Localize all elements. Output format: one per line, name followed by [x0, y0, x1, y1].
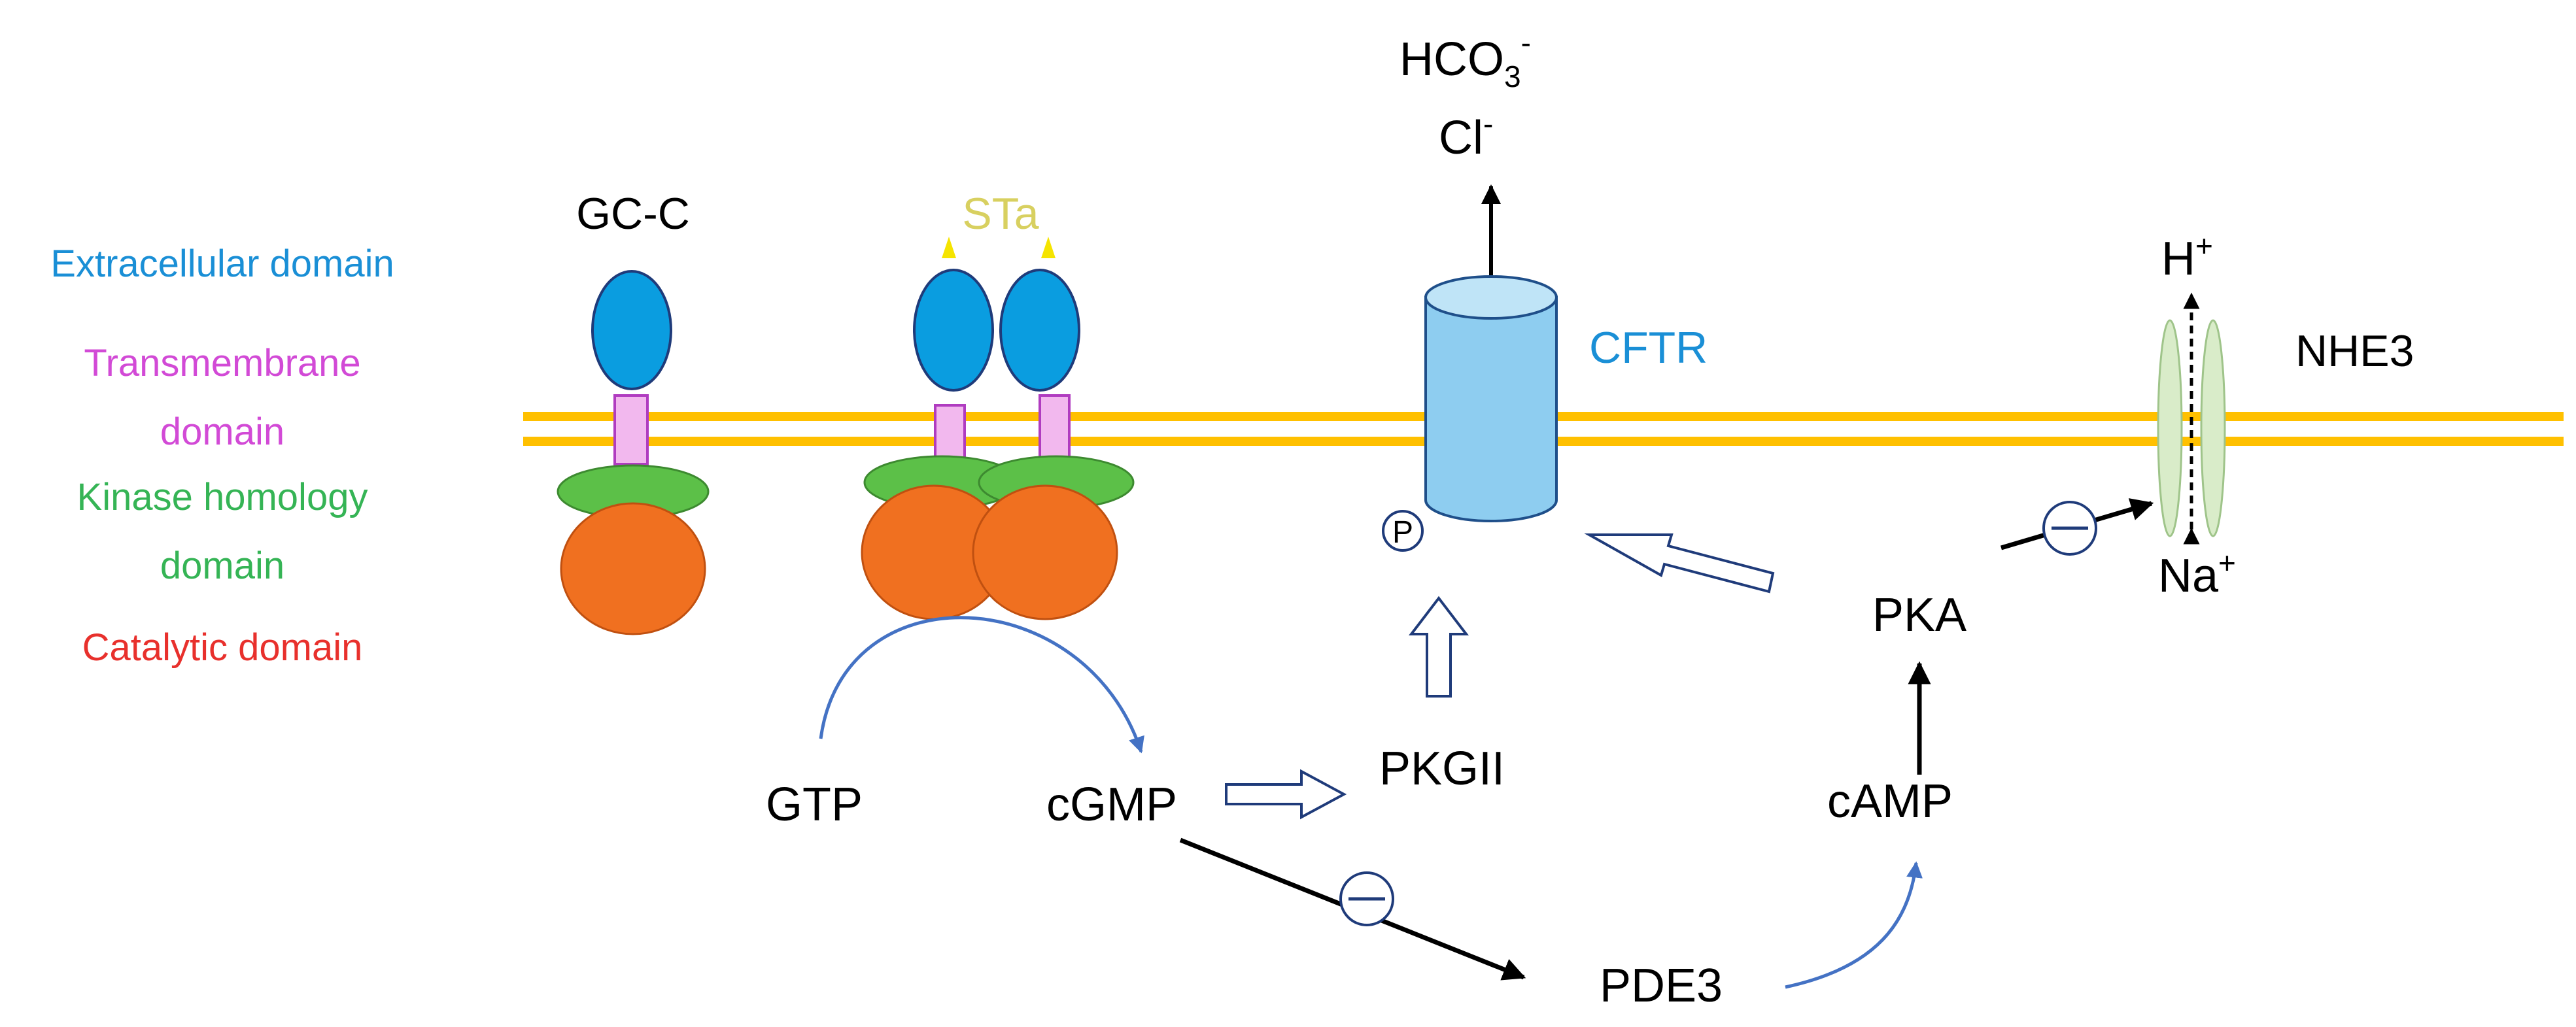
legend-kinase-line1: Kinase homology — [77, 476, 368, 518]
legend-extracellular: Extracellular domain — [50, 243, 394, 285]
dimer-extracellular-right — [999, 269, 1080, 392]
legend-kinase-line2: domain — [160, 545, 284, 587]
anion-labels: HCO3- Cl- — [1400, 25, 1531, 164]
camp-label: cAMP — [1827, 775, 1953, 828]
cftr-channel: CFTR — [1424, 275, 1708, 522]
sodium-label: Na+ — [2158, 546, 2236, 602]
gcc-receptor: GC-C — [557, 189, 710, 635]
legend-transmembrane-line2: domain — [160, 411, 284, 453]
pde3-to-camp-arrow — [1785, 861, 1923, 989]
gcc-sta-dimer: STa — [861, 189, 1135, 620]
gcc-catalytic-domain — [560, 502, 706, 635]
sta-ligand-left — [942, 237, 956, 258]
pka-to-cftr-arrow — [1584, 533, 1775, 594]
gtp-to-cgmp-arrow — [819, 616, 1144, 754]
chloride-label: Cl- — [1439, 107, 1493, 164]
inhibition-symbol-nhe3 — [2042, 501, 2097, 556]
phosphorylation-site: P — [1382, 510, 1424, 552]
dimer-catalytic-right — [972, 484, 1118, 620]
legend-transmembrane-line1: Transmembrane — [84, 342, 360, 384]
cftr-label: CFTR — [1589, 323, 1708, 373]
inhibition-symbol-pde3 — [1339, 871, 1394, 926]
dimer-extracellular-left — [913, 269, 994, 392]
phospho-label: P — [1392, 515, 1413, 550]
sta-ligand-right — [1041, 237, 1056, 258]
domain-legend: Extracellular domain Transmembrane domai… — [50, 243, 394, 669]
pka-label: PKA — [1872, 589, 1966, 641]
cgmp-to-pkgii-arrow — [1225, 769, 1347, 820]
gcc-label: GC-C — [576, 189, 690, 239]
pkgii-label: PKGII — [1379, 743, 1505, 795]
pathway-molecules: GTP cGMP PKGII PDE3 cAMP PKA — [766, 589, 1966, 1012]
proton-label: H+ — [2161, 229, 2213, 285]
legend-catalytic: Catalytic domain — [82, 626, 363, 669]
gcc-extracellular-domain — [591, 270, 672, 390]
pde3-label: PDE3 — [1600, 960, 1723, 1012]
sta-label: STa — [962, 189, 1039, 239]
nhe3-label: NHE3 — [2295, 326, 2414, 376]
gtp-label: GTP — [766, 779, 863, 831]
dimer-transmembrane-right — [1039, 394, 1071, 462]
pkgii-to-cftr-arrow — [1408, 596, 1469, 698]
cgmp-label: cGMP — [1046, 779, 1177, 831]
nhe3-exchanger: NHE3 H+ Na+ — [2157, 229, 2414, 602]
bicarbonate-label: HCO3- — [1400, 25, 1531, 93]
gcc-transmembrane-domain — [613, 394, 649, 465]
